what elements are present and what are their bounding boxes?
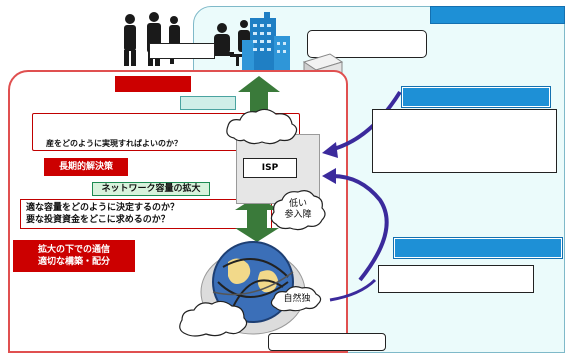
teal-label-box (180, 96, 236, 110)
right-title-bar (430, 6, 565, 24)
left-panel-tab (115, 76, 191, 92)
natural-monopoly-text: 自然独 (283, 294, 311, 304)
bottom-label-box (268, 333, 386, 351)
capacity-questions: 適な容量をどのように決定するのか？ 要な投資資金をどこに求めるのか？ (26, 202, 270, 226)
low-barrier-line-1: 低い (288, 199, 307, 209)
expansion-line-1: 拡大の下での通信 (37, 245, 110, 255)
upper-cloud (226, 108, 298, 145)
question-text: 産をどのように実現すればよいのか？ (46, 139, 182, 148)
building-label-box (307, 30, 427, 58)
long-term-solution-label: 長期的解決策 (44, 158, 128, 176)
right-text-box-top (372, 109, 557, 173)
right-text-box-bottom (378, 265, 534, 293)
capacity-question-2: 要な投資資金をどこに求めるのか？ (26, 215, 170, 225)
expansion-label: 拡大の下での通信 適切な構築・配分 (12, 239, 136, 273)
curved-arrows-icon (322, 90, 402, 302)
natural-monopoly-cloud (270, 286, 322, 312)
low-barrier-text: 低い 参入障 (276, 199, 320, 221)
expansion-line-2: 適切な構築・配分 (37, 257, 110, 267)
isp-label: ISP (243, 158, 297, 178)
question-box (32, 113, 300, 151)
capacity-question-box (20, 199, 272, 229)
capacity-question-1: 適な容量をどのように決定するのか？ (26, 203, 180, 213)
low-barrier-cloud (270, 190, 326, 231)
network-capacity-label: ネットワーク容量の拡大 (92, 182, 210, 196)
right-blue-label-top (401, 86, 551, 108)
office-building-icon (240, 12, 296, 82)
right-blue-label-bottom (393, 237, 563, 259)
people-label-box (149, 43, 215, 59)
low-barrier-line-2: 参入障 (284, 210, 312, 220)
lower-double-arrow-icon (235, 196, 279, 242)
lower-left-cloud (179, 300, 248, 337)
